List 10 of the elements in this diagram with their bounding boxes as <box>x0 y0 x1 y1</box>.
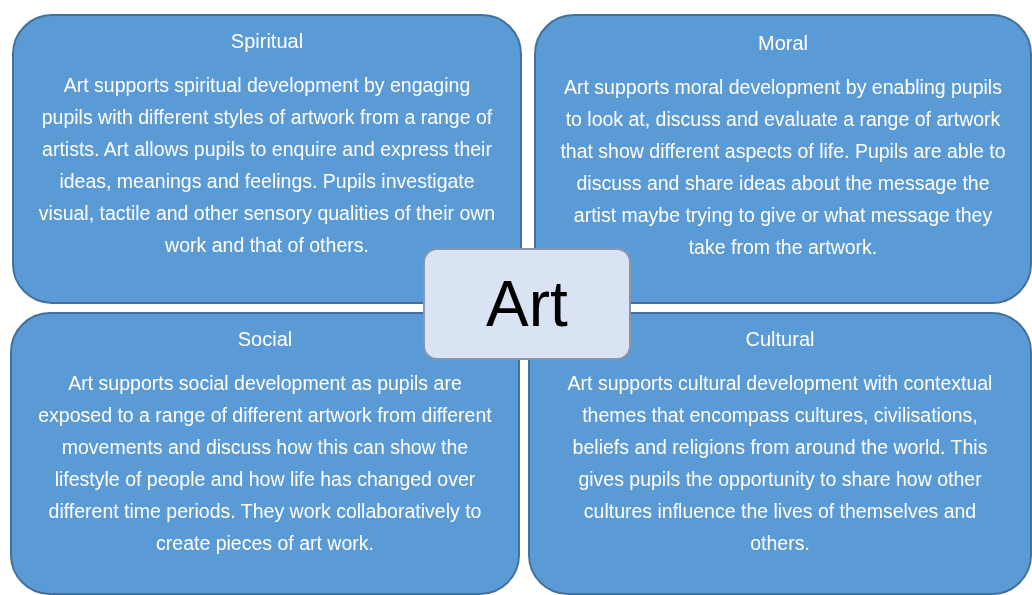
center-title: Art <box>486 267 568 341</box>
panel-text: Art supports cultural development with contextual themes that encompass cultures, civilisations, beliefs and religions from around the world. This gives pupils the opportunity to share how other cultures influence the lives of themselves and others. <box>566 371 994 556</box>
panel-text: Art supports spiritual development by engaging pupils with different styles of artwork from a range of artists. Art allows pupils to enquire and express their ideas, meanings and feelings. Pupils investigate visual, tactile and other sensory qualities of their own work and that of others. <box>37 73 497 258</box>
panel-text: Art supports social development as pupils are exposed to a range of different artwork from different movements and discuss how this can show the lifestyle of people and how life has changed over different time periods. They work collaboratively to create pieces of art work. <box>37 371 493 556</box>
center-box <box>423 248 631 360</box>
panel-heading: Moral <box>758 32 808 55</box>
panel-text: Art supports moral development by enabling pupils to look at, discuss and evaluate a range of artwork that show different aspects of life. Pupils are able to discuss and share ideas about the message the artist maybe trying to give or what message they take from the artwork. <box>559 75 1007 260</box>
panel-heading: Cultural <box>745 328 815 351</box>
panel-heading: Social <box>237 328 293 351</box>
panel-heading: Spiritual <box>230 30 304 53</box>
